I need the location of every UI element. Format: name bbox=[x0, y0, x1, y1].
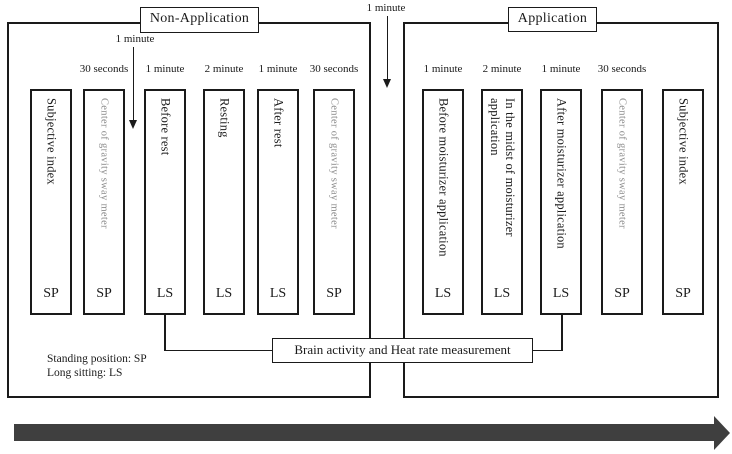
posture-label: SP bbox=[614, 286, 630, 301]
bar-vertical-label: Subjective index bbox=[676, 98, 691, 185]
non-application-label: Non-Application bbox=[140, 7, 259, 33]
right-arrow-icon bbox=[714, 415, 730, 450]
duration-label: 2 minute bbox=[482, 63, 522, 75]
bar-vertical-label: Before rest bbox=[158, 98, 173, 156]
posture-label: LS bbox=[434, 286, 452, 301]
posture-label: SP bbox=[675, 286, 691, 301]
bar-rect: Before rest LS bbox=[144, 89, 186, 315]
wait-duration-label: 1 minute bbox=[115, 33, 155, 45]
posture-label: SP bbox=[326, 286, 342, 301]
timeline-arrow-body bbox=[14, 424, 714, 441]
bar-vertical-label: Center of gravity sway meter bbox=[616, 98, 628, 229]
bar-vertical-label: In the midst of moisturizer application bbox=[488, 98, 517, 237]
duration-label: 1 minute bbox=[145, 63, 185, 75]
duration-label: 30 seconds bbox=[597, 63, 647, 75]
duration-label: 30 seconds bbox=[79, 63, 129, 75]
legend-line-1: Standing position: SP bbox=[47, 353, 147, 365]
bar-vertical-label: Center of gravity sway meter bbox=[98, 98, 110, 229]
bar-vertical-label: After rest bbox=[271, 98, 286, 148]
posture-label: LS bbox=[215, 286, 233, 301]
bar-rect: After rest LS bbox=[257, 89, 299, 315]
bar-vertical-label: Subjective index bbox=[44, 98, 59, 185]
bar-vertical-label: Resting bbox=[217, 98, 232, 138]
posture-label: LS bbox=[493, 286, 511, 301]
posture-label: LS bbox=[269, 286, 287, 301]
connector-right-horizontal bbox=[533, 349, 562, 351]
down-arrow-icon bbox=[382, 79, 391, 88]
duration-label: 30 seconds bbox=[309, 63, 359, 75]
bar-rect: Center of gravity sway meter SP bbox=[83, 89, 125, 315]
posture-label: SP bbox=[96, 286, 112, 301]
posture-label: LS bbox=[552, 286, 570, 301]
posture-label: SP bbox=[43, 286, 59, 301]
bar-vertical-label: Before moisturizer application bbox=[436, 98, 451, 257]
wait-duration-label: 1 minute bbox=[366, 2, 406, 14]
connector-left-vertical bbox=[164, 315, 166, 351]
posture-legend: Standing position: SP Long sitting: LS bbox=[47, 353, 147, 380]
bar-rect: After moisturizer application LS bbox=[540, 89, 582, 315]
posture-label: LS bbox=[156, 286, 174, 301]
duration-label: 1 minute bbox=[423, 63, 463, 75]
connector-right-vertical bbox=[561, 315, 563, 351]
legend-line-2: Long sitting: LS bbox=[47, 366, 123, 379]
bar-rect: Subjective index SP bbox=[662, 89, 704, 315]
brain-heart-measurement-box: Brain activity and Heat rate measurement bbox=[272, 338, 533, 363]
bar-vertical-label: After moisturizer application bbox=[554, 98, 569, 249]
bar-rect: Center of gravity sway meter SP bbox=[313, 89, 355, 315]
arrow-line bbox=[132, 47, 134, 121]
bar-rect: Subjective index SP bbox=[30, 89, 72, 315]
bar-vertical-label: Center of gravity sway meter bbox=[328, 98, 340, 229]
arrow-line bbox=[386, 16, 388, 80]
down-arrow-icon bbox=[128, 120, 137, 129]
bar-rect: Resting LS bbox=[203, 89, 245, 315]
connector-left-horizontal bbox=[164, 349, 272, 351]
duration-label: 1 minute bbox=[258, 63, 298, 75]
bar-rect: In the midst of moisturizer application … bbox=[481, 89, 523, 315]
application-label: Application bbox=[508, 7, 597, 32]
bar-rect: Before moisturizer application LS bbox=[422, 89, 464, 315]
bar-rect: Center of gravity sway meter SP bbox=[601, 89, 643, 315]
duration-label: 1 minute bbox=[541, 63, 581, 75]
duration-label: 2 minute bbox=[204, 63, 244, 75]
